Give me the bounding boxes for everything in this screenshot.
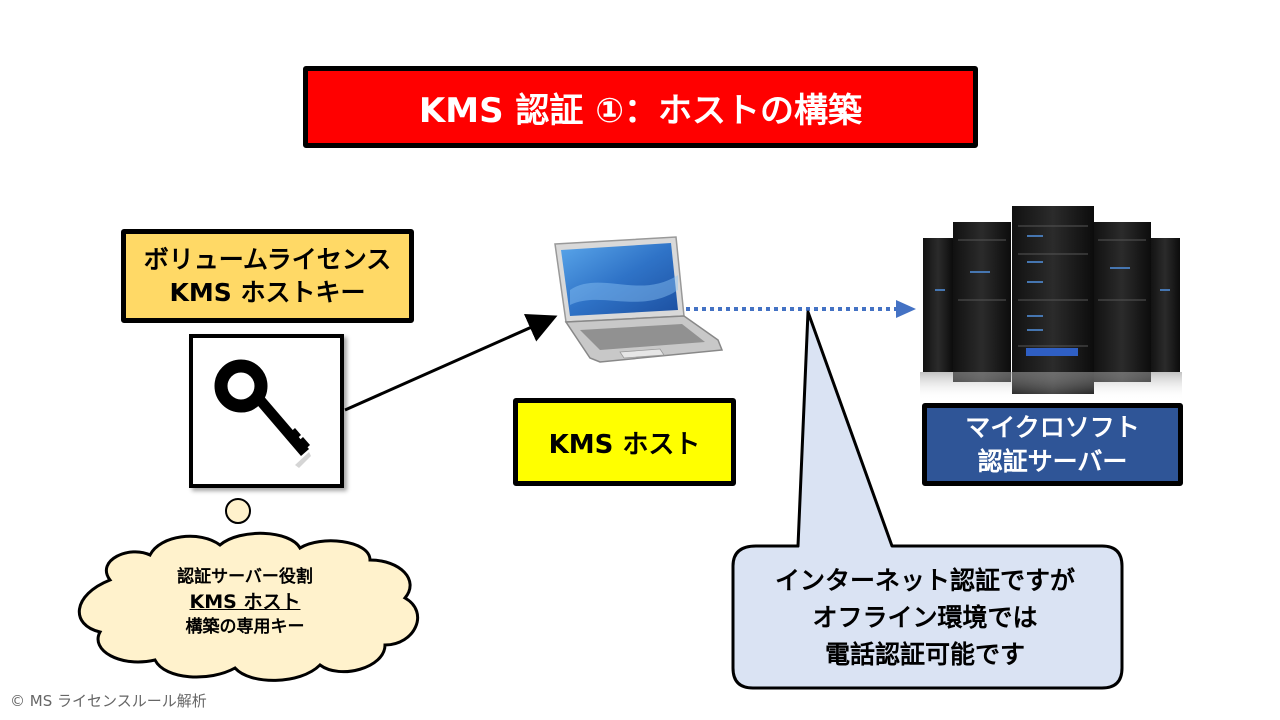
callout-line-1: インターネット認証ですが: [774, 565, 1075, 595]
volume-license-key-label: ボリュームライセンス KMS ホストキー: [121, 229, 414, 323]
ms-server-line-1: マイクロソフト: [965, 412, 1140, 442]
key-icon: [214, 359, 311, 468]
server-rack-icon: [920, 206, 1182, 400]
cloud-line-3: 構築の専用キー: [185, 617, 305, 637]
page-title-text: KMS 認証 ①：ホストの構築: [418, 90, 863, 131]
callout-line-3: 電話認証可能です: [824, 639, 1025, 669]
page-title: KMS 認証 ①：ホストの構築: [303, 66, 978, 148]
callout-balloon: [731, 310, 1124, 690]
callout-line-2: オフライン環境では: [812, 602, 1038, 632]
copyright-footer: © MS ライセンスルール解析: [10, 692, 207, 710]
volume-license-line-1: ボリュームライセンス: [143, 245, 392, 274]
host-to-server-dotted-arrow: [686, 300, 916, 318]
ms-server-line-2: 認証サーバー: [977, 446, 1128, 476]
microsoft-auth-server-label: マイクロソフト 認証サーバー: [922, 403, 1183, 486]
thought-cloud: [77, 531, 419, 682]
cloud-line-2: KMS ホスト: [189, 591, 301, 613]
thought-bubble-large: [225, 498, 251, 524]
cloud-line-1: 認証サーバー役割: [177, 567, 313, 587]
thought-cloud-text: 認証サーバー役割 KMS ホスト 構築の専用キー: [110, 565, 380, 640]
key-card: [189, 334, 344, 488]
kms-host-label: KMS ホスト: [513, 398, 736, 486]
kms-host-label-text: KMS ホスト: [548, 429, 701, 460]
callout-text: インターネット認証ですが オフライン環境では 電話認証可能です: [740, 553, 1110, 681]
key-to-host-arrow: [344, 314, 558, 412]
volume-license-line-2: KMS ホストキー: [169, 278, 366, 307]
laptop-icon: [554, 236, 724, 363]
